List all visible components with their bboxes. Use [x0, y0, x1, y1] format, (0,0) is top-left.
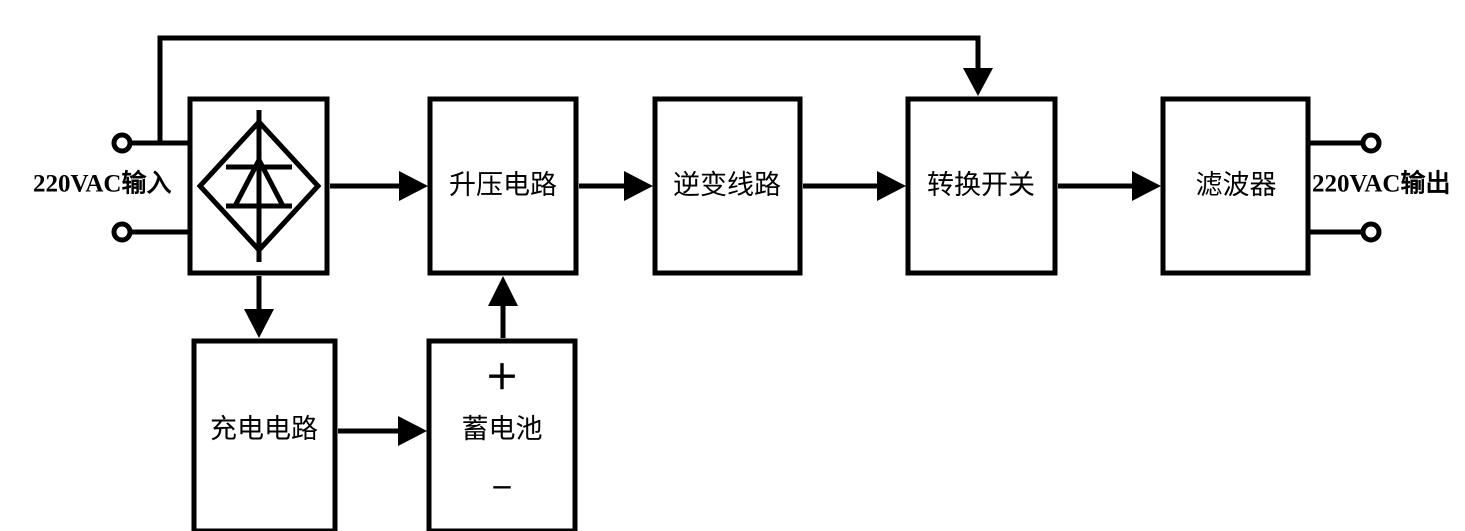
battery-positive-symbol: ＋	[485, 360, 519, 397]
output-terminal-group	[1306, 132, 1382, 243]
block-charger-label: 充电电路	[210, 414, 318, 444]
transfer-to-filter-connector	[1058, 171, 1161, 201]
output-terminal-bottom-icon	[1360, 221, 1382, 243]
charger-to-battery-arrowhead-icon	[398, 416, 427, 446]
rectifier-to-charger-connector	[244, 276, 274, 338]
inverter-to-transfer-connector	[803, 171, 906, 201]
block-boost[interactable]: 升压电路	[427, 96, 579, 276]
bypass-path	[157, 35, 981, 143]
block-filter-body	[1160, 96, 1311, 276]
input-terminal-group	[111, 132, 192, 243]
block-transfer-switch-body	[905, 96, 1058, 276]
boost-to-inverter-arrowhead-icon	[624, 171, 653, 201]
output-label: 220VAC输出	[1312, 169, 1450, 198]
block-transfer-switch[interactable]: 转换开关	[905, 96, 1058, 276]
block-battery-body	[426, 338, 578, 531]
block-charger[interactable]: 充电电路	[191, 338, 338, 531]
block-filter-label: 滤波器	[1196, 170, 1277, 200]
transfer-to-filter-arrowhead-icon	[1132, 171, 1161, 201]
block-battery[interactable]: ＋ 蓄电池 –	[426, 338, 578, 531]
charger-to-battery-connector	[338, 416, 427, 446]
block-boost-body	[427, 96, 579, 276]
block-boost-label: 升压电路	[449, 170, 557, 200]
block-battery-label: 蓄电池	[462, 414, 543, 444]
boost-to-inverter-connector	[579, 171, 653, 201]
block-filter[interactable]: 滤波器	[1160, 96, 1311, 276]
battery-to-boost-arrowhead-icon	[488, 276, 518, 306]
rectifier-symbol-diamond-icon	[196, 118, 322, 254]
rectifier-to-charger-arrowhead-icon	[244, 309, 274, 338]
block-charger-body	[191, 338, 338, 531]
output-terminal-top-icon	[1360, 132, 1382, 154]
block-inverter-label: 逆变线路	[673, 170, 781, 200]
input-label: 220VAC输入	[33, 169, 171, 198]
rectifier-to-boost-connector	[330, 171, 428, 201]
input-terminal-bottom-icon	[111, 221, 133, 243]
battery-to-boost-connector	[488, 276, 518, 338]
block-inverter[interactable]: 逆变线路	[652, 96, 803, 276]
inverter-to-transfer-arrowhead-icon	[877, 171, 906, 201]
block-rectifier[interactable]	[187, 96, 330, 276]
bypass-input-to-transfer-connector	[157, 35, 993, 143]
block-transfer-switch-label: 转换开关	[927, 170, 1035, 200]
rectifier-to-boost-arrowhead-icon	[399, 171, 428, 201]
block-inverter-body	[652, 96, 803, 276]
bypass-arrowhead-icon	[963, 68, 993, 96]
battery-negative-symbol: –	[493, 466, 512, 503]
input-terminal-top-icon	[111, 132, 133, 154]
